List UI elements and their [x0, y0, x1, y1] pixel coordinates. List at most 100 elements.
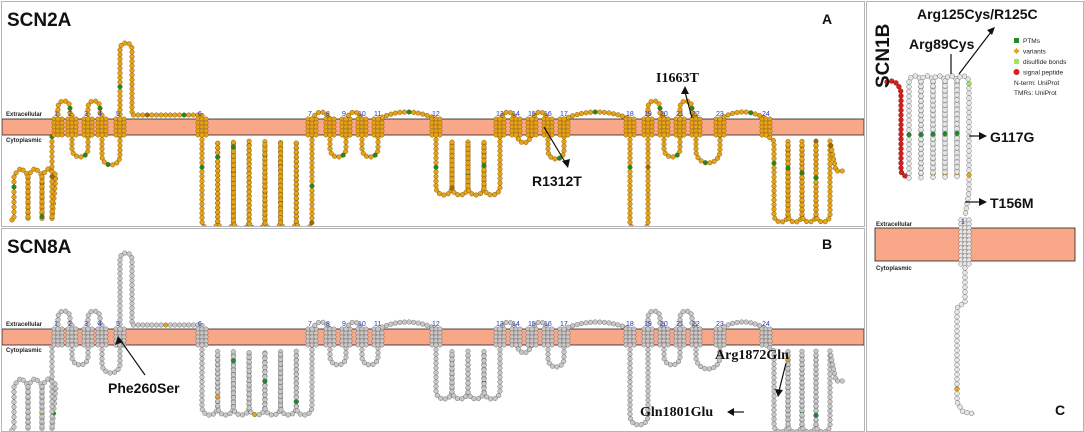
residue: [481, 385, 487, 391]
residue: [122, 250, 128, 256]
residue: [278, 389, 284, 395]
residue: [627, 206, 633, 212]
residue: [129, 54, 135, 60]
residue: [918, 155, 924, 162]
residue: [230, 381, 236, 387]
residue: [49, 354, 55, 360]
residue: [954, 150, 960, 156]
residue: [759, 334, 765, 340]
residue: [449, 167, 455, 173]
residue: [433, 360, 439, 366]
residue: [898, 141, 904, 147]
residue: [517, 334, 523, 340]
residue: [954, 125, 960, 132]
residue: [343, 334, 349, 340]
residue: [89, 132, 95, 138]
residue: [363, 124, 369, 130]
residue: [293, 195, 299, 201]
residue: [954, 391, 960, 397]
residue: [906, 161, 912, 167]
residue: [966, 105, 972, 111]
residue: [49, 184, 55, 190]
residue: [689, 124, 695, 130]
residue: [95, 120, 101, 126]
residue: [39, 214, 45, 220]
residue: [121, 330, 127, 336]
residue: [827, 170, 833, 176]
residue: [103, 338, 109, 344]
residue: [117, 138, 123, 144]
residue: [437, 330, 443, 336]
residue: [153, 322, 159, 328]
residue: [117, 275, 123, 281]
residue: [509, 128, 515, 134]
residue: [309, 374, 315, 380]
residue: [497, 356, 503, 362]
residue: [717, 326, 723, 332]
residue: [117, 262, 123, 268]
residue: [813, 142, 819, 148]
residue: [96, 311, 102, 317]
residue: [702, 160, 708, 166]
residue: [713, 334, 719, 340]
segment-number: 22: [692, 321, 700, 328]
residue: [681, 120, 687, 126]
residue: [293, 214, 299, 220]
residue: [215, 352, 221, 358]
residue: [813, 394, 819, 400]
residue: [278, 201, 284, 207]
residue: [49, 189, 55, 195]
residue: [305, 334, 311, 340]
residue: [513, 132, 519, 138]
residue: [129, 296, 135, 302]
residue: [627, 365, 633, 371]
residue: [697, 120, 703, 126]
residue: [433, 383, 439, 389]
residue: [565, 114, 571, 120]
residue: [359, 342, 365, 348]
residue: [343, 354, 349, 360]
residue: [799, 389, 805, 395]
residue: [433, 365, 439, 371]
residue: [392, 320, 398, 326]
residue: [305, 342, 311, 348]
residue: [771, 160, 777, 166]
residue: [309, 397, 315, 403]
residue: [195, 124, 201, 130]
residue: [309, 128, 315, 134]
residue: [965, 76, 971, 82]
residue: [327, 342, 333, 348]
residue: [906, 93, 912, 100]
residue: [246, 143, 252, 149]
residue: [771, 165, 777, 171]
residue: [707, 160, 713, 166]
residue: [545, 141, 551, 147]
segment-number: 19: [644, 111, 652, 118]
residue: [433, 370, 439, 376]
residue: [49, 409, 55, 415]
residue: [218, 411, 224, 417]
residue: [645, 102, 651, 108]
residue: [433, 150, 439, 156]
residue: [313, 128, 319, 134]
residue: [966, 95, 972, 101]
residue: [199, 406, 205, 412]
residue: [466, 187, 472, 193]
residue: [554, 364, 560, 370]
residue: [278, 361, 284, 367]
residue: [645, 334, 651, 340]
residue: [677, 354, 683, 360]
segment-number: 2: [68, 321, 72, 328]
residue: [780, 219, 786, 225]
residue: [246, 180, 252, 186]
residue: [597, 319, 603, 325]
residue: [676, 359, 682, 365]
residue: [199, 379, 205, 385]
residue: [99, 150, 105, 156]
residue: [199, 196, 205, 202]
residue: [343, 338, 349, 344]
residue: [415, 320, 421, 326]
residue: [693, 334, 699, 340]
residue: [942, 174, 948, 180]
residue: [65, 120, 71, 126]
